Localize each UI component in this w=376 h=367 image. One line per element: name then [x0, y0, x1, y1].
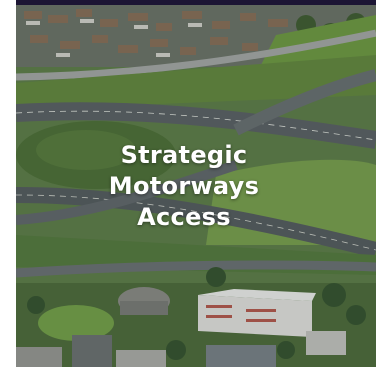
image-tint-overlay — [16, 5, 376, 367]
top-accent-bar — [16, 0, 376, 5]
hero-card[interactable]: Strategic Motorways Access — [16, 0, 376, 367]
hero-title-line-2: Motorways — [108, 172, 260, 200]
hero-title-line-1: Strategic — [120, 141, 248, 169]
hero-title-line-3: Access — [137, 203, 231, 231]
hero-title: Strategic Motorways Access — [16, 140, 352, 233]
aerial-motorway-photo — [16, 5, 376, 367]
